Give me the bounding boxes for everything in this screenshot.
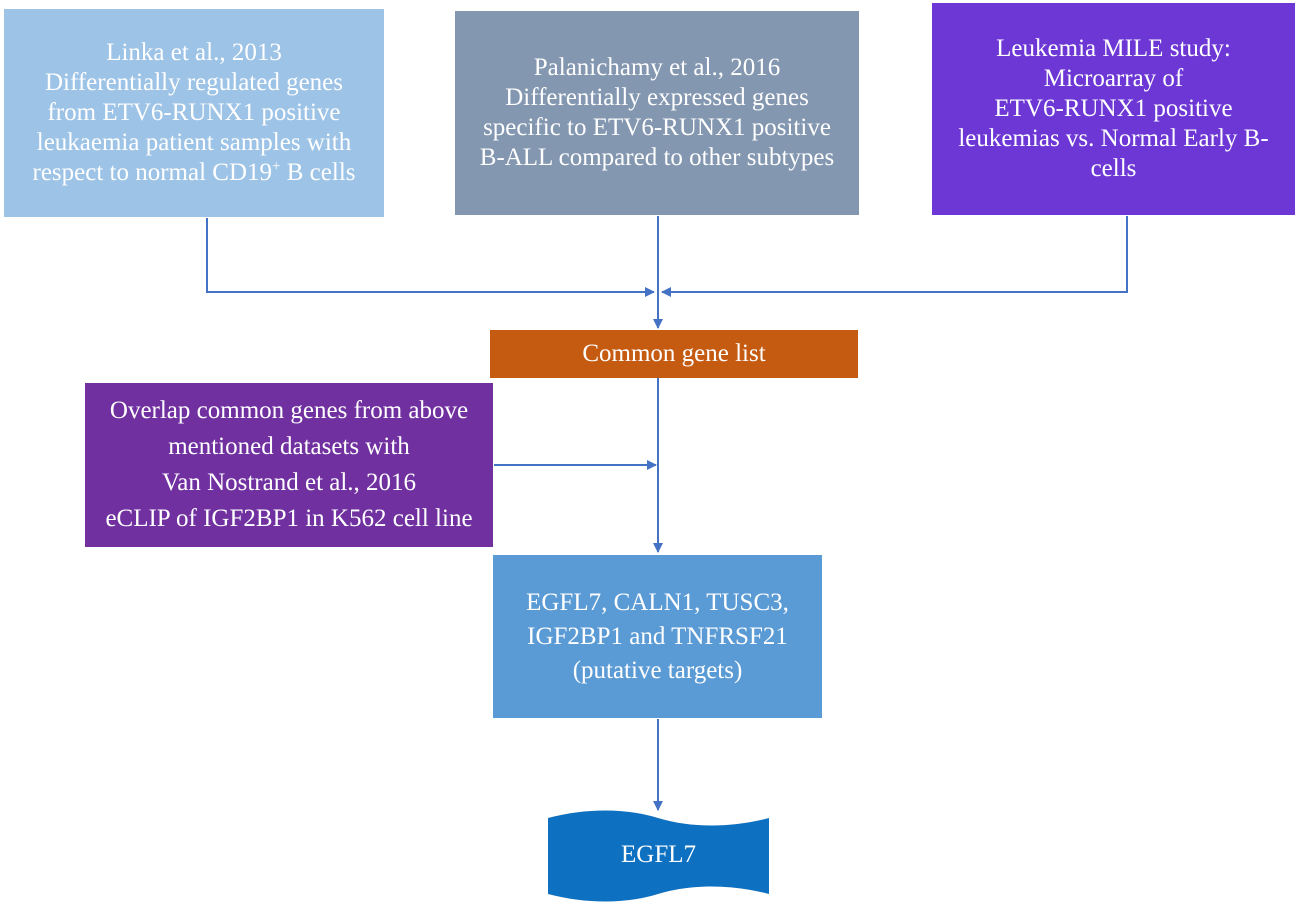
palanichamy-desc-line-2: specific to ETV6-RUNX1 positive	[483, 114, 831, 141]
overlap-line-1: Overlap common genes from above	[109, 397, 469, 424]
overlap-line-2: mentioned datasets with	[168, 433, 410, 460]
overlap-line-4: eCLIP of IGF2BP1 in K562 cell line	[105, 505, 473, 532]
linka-cd19-superscript: +	[272, 158, 281, 175]
targets-line-1: EGFL7, CALN1, TUSC3,	[526, 588, 789, 616]
mile-desc-line-1: Microarray of	[1043, 65, 1184, 92]
result-document-shape	[548, 810, 769, 902]
linka-desc-line-3: leukaemia patient samples with	[36, 129, 352, 156]
source-box-mile-study: Leukemia MILE study: Microarray of ETV6-…	[932, 3, 1295, 215]
overlap-eclip-box: Overlap common genes from above mentione…	[85, 383, 493, 547]
mile-title: Leukemia MILE study:	[996, 35, 1231, 62]
mile-desc-line-4: cells	[1090, 155, 1137, 182]
source-box-linka-2013: Linka et al., 2013 Differentially regula…	[4, 9, 384, 217]
overlap-citation: Van Nostrand et al., 2016	[161, 469, 417, 496]
palanichamy-desc-line-1: Differentially expressed genes	[505, 84, 809, 111]
connector-mile-to-merge	[661, 216, 1128, 297]
connector-linka-to-merge	[206, 218, 655, 297]
common-gene-list-label: Common gene list	[582, 340, 766, 367]
linka-desc-line-2: from ETV6-RUNX1 positive	[47, 99, 341, 126]
common-gene-list-box: Common gene list	[490, 330, 858, 378]
targets-note: (putative targets)	[572, 656, 743, 684]
source-box-palanichamy-2016: Palanichamy et al., 2016 Differentially …	[455, 11, 859, 215]
putative-targets-box: EGFL7, CALN1, TUSC3, IGF2BP1 and TNFRSF2…	[493, 555, 822, 718]
linka-desc-line-1: Differentially regulated genes	[44, 69, 344, 96]
targets-line-2: IGF2BP1 and TNFRSF21	[527, 622, 788, 650]
result-wave-banner	[548, 810, 769, 902]
linka-desc-line-4: respect to normal CD19+ B cells	[33, 158, 356, 188]
mile-desc-line-3: leukemias vs. Normal Early B-	[958, 125, 1269, 152]
result-label: EGFL7	[621, 841, 696, 868]
palanichamy-citation: Palanichamy et al., 2016	[533, 54, 781, 81]
linka-cd19-prefix: respect to normal CD19	[32, 159, 273, 186]
mile-desc-line-2: ETV6-RUNX1 positive	[994, 95, 1233, 122]
linka-citation: Linka et al., 2013	[106, 39, 282, 66]
linka-cd19-suffix: B cells	[280, 159, 356, 186]
palanichamy-desc-line-3: B-ALL compared to other subtypes	[479, 144, 835, 171]
